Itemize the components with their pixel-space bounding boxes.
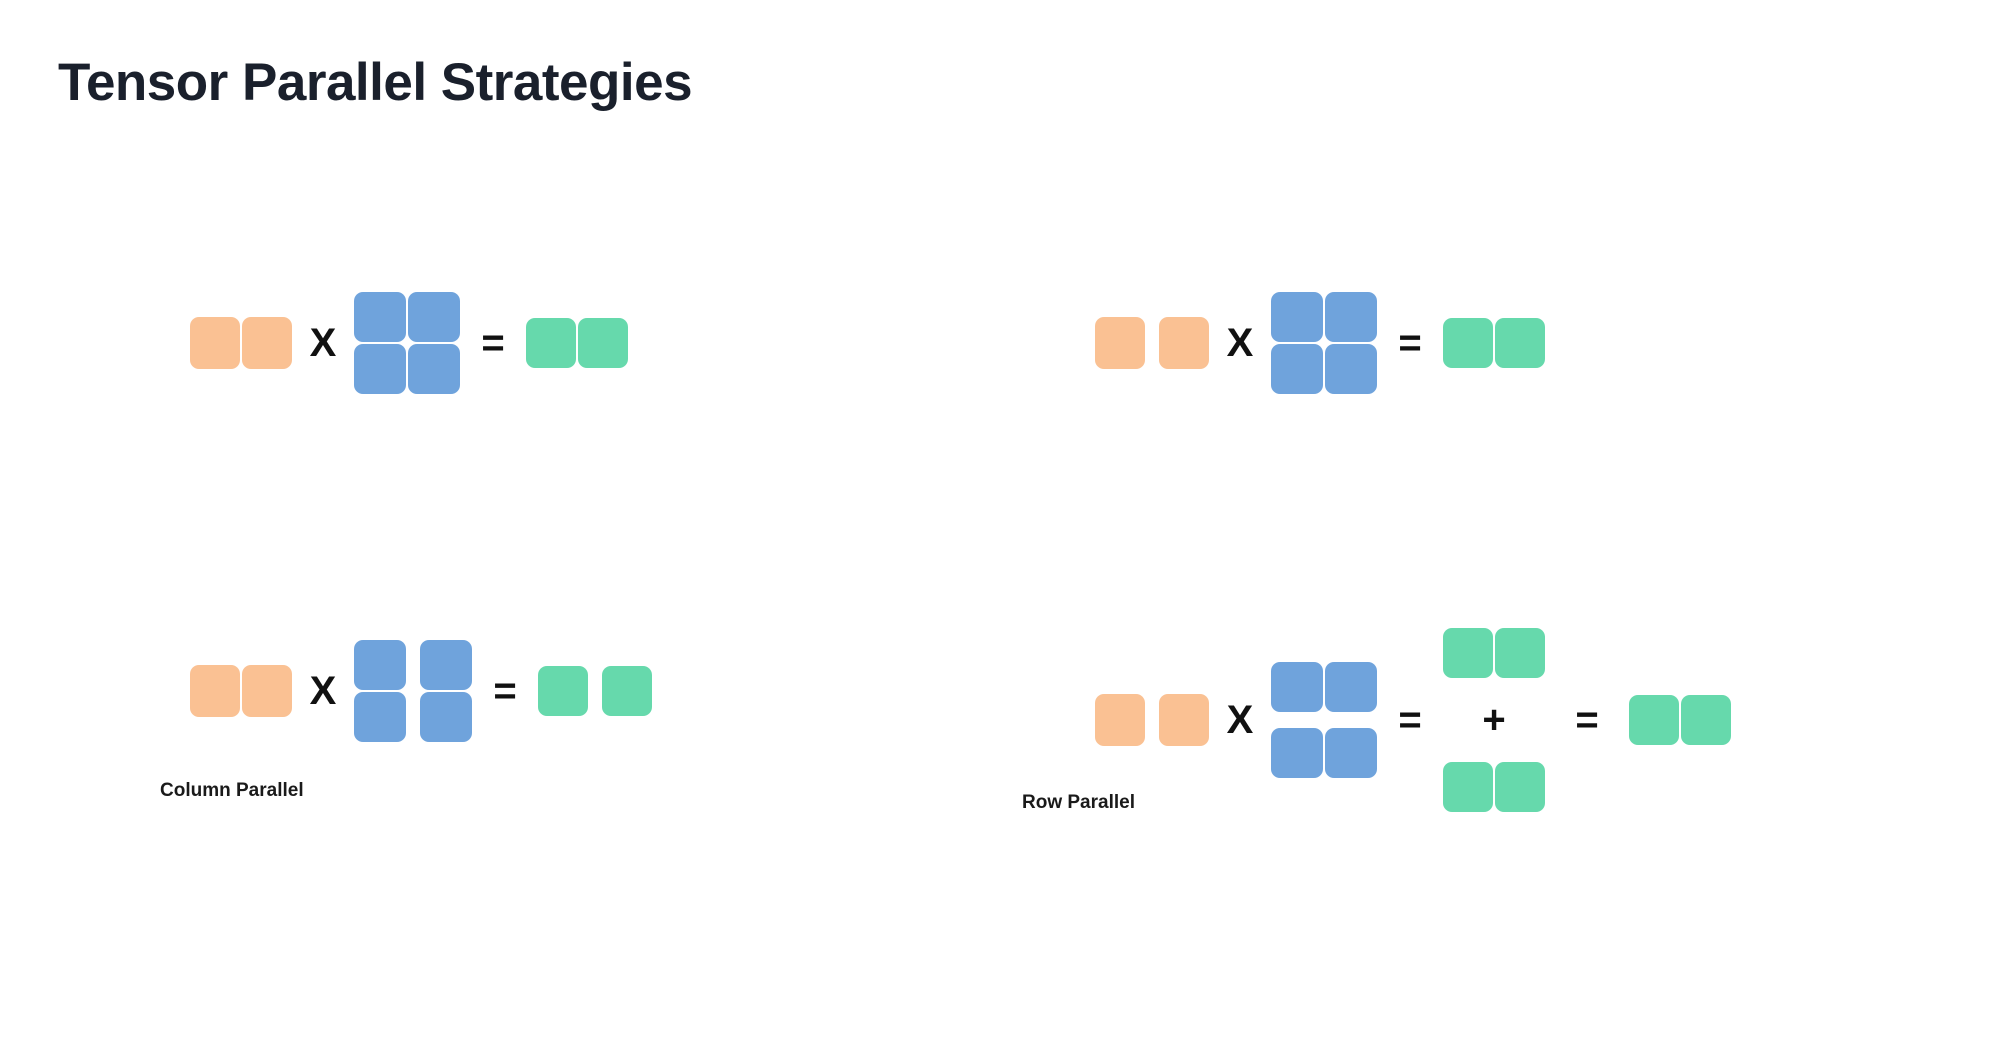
multiply-operator: X <box>1226 698 1254 742</box>
partial-sum-cell <box>1443 762 1493 812</box>
partial-sum-cell <box>1495 628 1545 678</box>
diagram-row-parallel-sharded: X = + = <box>1095 628 1731 812</box>
input-shard-cell <box>1159 694 1209 746</box>
input-activation-matrix <box>190 317 292 369</box>
equals-operator: = <box>481 321 505 365</box>
weight-shard-row <box>1271 728 1377 778</box>
input-activation-matrix-sharded <box>1095 694 1209 746</box>
output-cell <box>1443 318 1493 368</box>
weight-matrix-column-sharded <box>354 640 472 742</box>
weight-matrix <box>1271 292 1377 394</box>
diagram-column-parallel-unsharded: X = <box>190 292 628 394</box>
diagram-row-parallel-unsharded: X = <box>1095 292 1545 394</box>
weight-cell <box>1271 344 1323 394</box>
input-activation-matrix-sharded <box>1095 317 1209 369</box>
partial-sum-group: + <box>1443 628 1545 812</box>
equals-operator: = <box>1398 698 1422 742</box>
partial-sum-matrix <box>1443 628 1545 678</box>
weight-matrix-row <box>354 292 460 342</box>
equals-operator: = <box>1398 321 1422 365</box>
equals-operator-final: = <box>1575 698 1599 742</box>
weight-cell <box>354 344 406 394</box>
caption-column-parallel: Column Parallel <box>160 780 304 801</box>
weight-matrix-row <box>354 344 460 394</box>
weight-shard-column <box>420 640 472 742</box>
plus-operator: + <box>1482 698 1506 742</box>
weight-cell <box>408 344 460 394</box>
multiply-operator: X <box>1226 321 1254 365</box>
weight-cell <box>354 692 406 742</box>
weight-matrix-row <box>1271 344 1377 394</box>
partial-sum-matrix <box>1443 762 1545 812</box>
multiply-operator: X <box>309 321 337 365</box>
output-matrix <box>1629 695 1731 745</box>
weight-cell <box>1271 728 1323 778</box>
page-title: Tensor Parallel Strategies <box>58 53 693 112</box>
output-cell <box>1681 695 1731 745</box>
partial-sum-cell <box>1495 762 1545 812</box>
weight-cell <box>354 640 406 690</box>
caption-row-parallel: Row Parallel <box>1022 792 1135 813</box>
input-cell <box>242 317 292 369</box>
output-shard-cell <box>538 666 588 716</box>
weight-shard-column <box>354 640 406 742</box>
output-cell <box>1629 695 1679 745</box>
weight-matrix-row <box>1271 292 1377 342</box>
diagram-column-parallel-sharded: X = <box>190 640 652 742</box>
weight-cell <box>1325 728 1377 778</box>
input-shard-cell <box>1159 317 1209 369</box>
equals-operator: = <box>493 669 517 713</box>
weight-cell <box>1271 292 1323 342</box>
input-cell <box>242 665 292 717</box>
weight-matrix <box>354 292 460 394</box>
input-activation-matrix <box>190 665 292 717</box>
weight-cell <box>354 292 406 342</box>
weight-cell <box>420 640 472 690</box>
weight-shard-row <box>1271 662 1377 712</box>
weight-cell <box>1271 662 1323 712</box>
input-shard-cell <box>1095 317 1145 369</box>
partial-sum-cell <box>1443 628 1493 678</box>
input-cell <box>190 665 240 717</box>
multiply-operator: X <box>309 669 337 713</box>
weight-matrix-row-sharded <box>1271 662 1377 778</box>
input-shard-cell <box>1095 694 1145 746</box>
output-cell <box>578 318 628 368</box>
output-cell <box>526 318 576 368</box>
weight-cell <box>420 692 472 742</box>
output-matrix <box>1443 318 1545 368</box>
weight-cell <box>408 292 460 342</box>
weight-cell <box>1325 662 1377 712</box>
output-matrix-column-sharded <box>538 666 652 716</box>
weight-cell <box>1325 292 1377 342</box>
output-matrix <box>526 318 628 368</box>
output-cell <box>1495 318 1545 368</box>
weight-cell <box>1325 344 1377 394</box>
input-cell <box>190 317 240 369</box>
output-shard-cell <box>602 666 652 716</box>
